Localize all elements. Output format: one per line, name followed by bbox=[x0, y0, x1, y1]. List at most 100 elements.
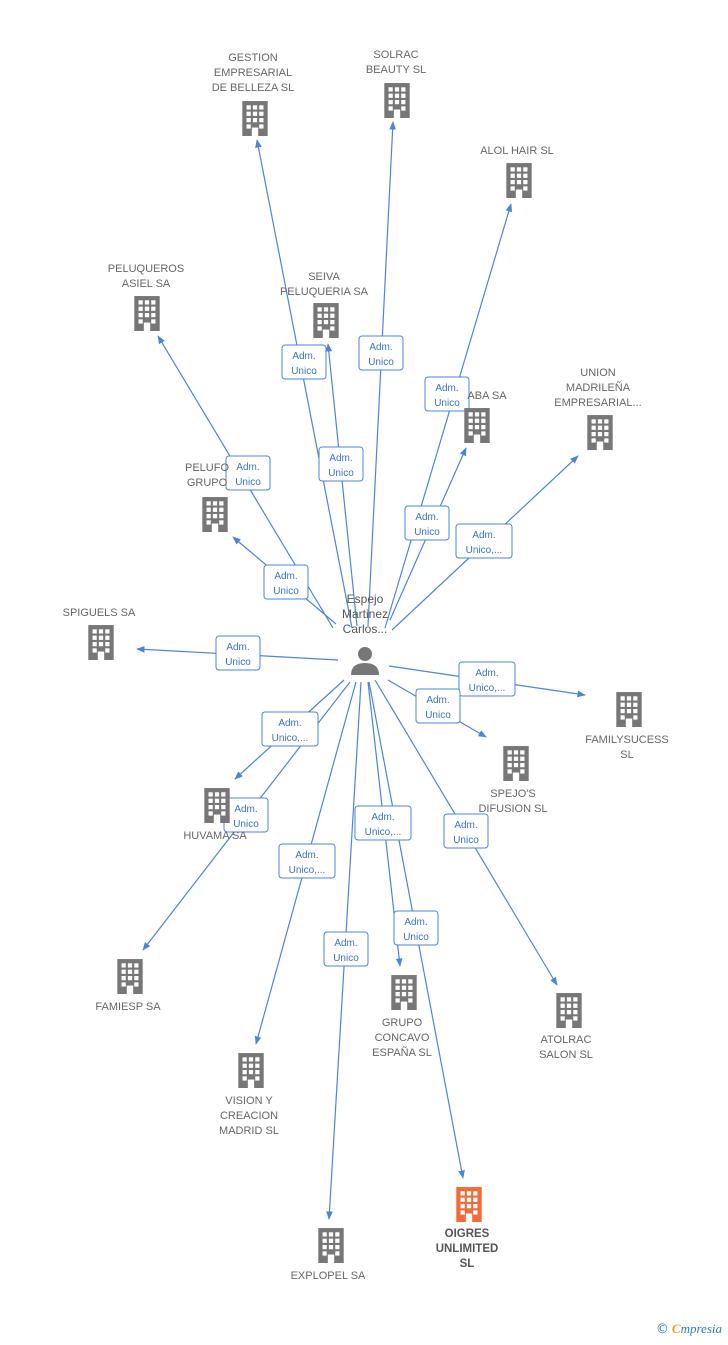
edge-label-box bbox=[455, 523, 513, 559]
edge-label-solrac[interactable]: Adm. Unico bbox=[358, 335, 404, 371]
edge-label-text: Adm. bbox=[295, 850, 318, 861]
company-node-explopel[interactable]: EXPLOPEL SA bbox=[291, 1228, 366, 1282]
edge-label-text: Unico bbox=[291, 366, 317, 377]
edge-label-text: Unico,... bbox=[289, 865, 326, 876]
company-name-line: UNLIMITED bbox=[436, 1243, 499, 1255]
company-name-line: PELUQUEROS bbox=[108, 263, 184, 275]
edge-label-box bbox=[323, 931, 369, 967]
edge-label-text: Unico,... bbox=[469, 683, 506, 694]
company-node-spiguels[interactable]: SPIGUELS SA bbox=[63, 607, 136, 660]
edge-label-familysucess[interactable]: Adm. Unico,... bbox=[458, 661, 516, 697]
edge-label-text: Unico bbox=[453, 835, 479, 846]
building-icon bbox=[616, 692, 642, 727]
edge-label-box bbox=[261, 711, 319, 747]
building-icon bbox=[391, 975, 417, 1010]
edge-label-spejos[interactable]: Adm.Unico bbox=[415, 688, 461, 724]
company-node-pelufo[interactable]: PELUFO GRUPO bbox=[185, 462, 229, 532]
edge-label-huvama[interactable]: Adm. Unico,... bbox=[261, 711, 319, 747]
company-name-line: OIGRES bbox=[445, 1228, 490, 1240]
company-node-famiesp[interactable]: FAMIESP SA bbox=[95, 959, 161, 1013]
person-icon bbox=[351, 647, 379, 675]
company-name-line: CONCAVO bbox=[375, 1032, 430, 1044]
edge-label-pelufo[interactable]: Adm.Unico bbox=[263, 564, 309, 600]
center-label-line-1: Espejo bbox=[347, 592, 384, 606]
edge-label-text: Adm. bbox=[334, 938, 357, 949]
company-name-line: DE BELLEZA SL bbox=[212, 82, 295, 94]
edge-label-text: Unico,... bbox=[272, 733, 309, 744]
building-icon bbox=[556, 993, 582, 1028]
company-name-line: GRUPO bbox=[382, 1017, 423, 1029]
building-icon bbox=[88, 625, 114, 660]
building-icon bbox=[456, 1187, 482, 1222]
company-node-alol[interactable]: ALOL HAIR SL bbox=[480, 145, 554, 198]
edge-label-text: Adm. bbox=[278, 718, 301, 729]
edge-label-text: Adm. bbox=[475, 668, 498, 679]
edge-label-box bbox=[358, 335, 404, 371]
edge-label-text: Adm. bbox=[404, 917, 427, 928]
edge-label-seiva[interactable]: Adm.Unico bbox=[318, 446, 364, 482]
edge-label-text: Adm. bbox=[369, 342, 392, 353]
building-icon bbox=[587, 415, 613, 450]
edge-label-text: Unico bbox=[235, 477, 261, 488]
company-name-line: EXPLOPEL SA bbox=[291, 1270, 366, 1282]
edge-label-box bbox=[393, 910, 439, 946]
edge-label-gestion[interactable]: Adm.Unico bbox=[281, 344, 327, 380]
edge-label-explopel[interactable]: Adm. Unico bbox=[323, 931, 369, 967]
company-name-line: VISION Y bbox=[225, 1095, 273, 1107]
center-person[interactable]: Espejo Martinez Carlos... bbox=[342, 592, 388, 675]
edge-label-grupo[interactable]: Adm.Unico,... bbox=[354, 805, 412, 841]
company-name-line: PELUFO bbox=[185, 462, 229, 474]
edge-label-oigres[interactable]: Adm.Unico bbox=[393, 910, 439, 946]
edge-label-text: Adm. bbox=[236, 462, 259, 473]
edge-label-aba[interactable]: Adm.Unico bbox=[404, 505, 450, 541]
edge-label-text: Unico,... bbox=[365, 827, 402, 838]
company-name-line: EMPRESARIAL... bbox=[554, 397, 641, 409]
edge-label-text: Adm. bbox=[329, 453, 352, 464]
company-name-line: FAMILYSUCESS bbox=[585, 734, 669, 746]
building-icon bbox=[204, 788, 230, 823]
edge-label-peluqueros[interactable]: Adm. Unico bbox=[225, 455, 271, 491]
edge-label-vision[interactable]: Adm. Unico,... bbox=[278, 843, 336, 879]
edge-label-union[interactable]: Adm.Unico,... bbox=[455, 523, 513, 559]
brand-name: mpresia bbox=[680, 1321, 722, 1336]
company-name-line: SPEJO'S bbox=[490, 788, 536, 800]
edge-label-box bbox=[354, 805, 412, 841]
company-name-line: EMPRESARIAL bbox=[214, 67, 292, 79]
edge-label-atolrac[interactable]: Adm. Unico bbox=[443, 813, 489, 849]
company-node-spejos[interactable]: SPEJO'S DIFUSION SL bbox=[478, 746, 548, 815]
company-node-union[interactable]: UNIONMADRILEÑAEMPRESARIAL... bbox=[554, 367, 642, 450]
company-node-huvama[interactable]: HUVAMA SA bbox=[183, 788, 247, 842]
edge-label-text: Unico bbox=[333, 953, 359, 964]
edge-label-text: Unico bbox=[368, 357, 394, 368]
edge-label-text: Adm. bbox=[226, 642, 249, 653]
edge-label-spiguels[interactable]: Adm.Unico bbox=[215, 635, 261, 671]
company-name-line: PELUQUERIA SA bbox=[280, 286, 369, 298]
building-icon bbox=[318, 1228, 344, 1263]
company-name-line: ABA SA bbox=[467, 390, 507, 402]
company-name-line: CREACION bbox=[220, 1110, 278, 1122]
company-name-line: DIFUSION SL bbox=[478, 803, 547, 815]
edge-label-text: Adm. bbox=[435, 383, 458, 394]
edge-label-text: Adm. bbox=[454, 820, 477, 831]
edge-label-famiesp[interactable]: Adm.Unico bbox=[223, 797, 269, 833]
company-name-line: GRUPO bbox=[187, 477, 228, 489]
edge-label-alol[interactable]: Adm.Unico bbox=[424, 376, 470, 412]
building-icon bbox=[134, 296, 160, 331]
company-name-line: BEAUTY SL bbox=[366, 64, 426, 76]
edge-solrac bbox=[367, 121, 396, 627]
building-icon bbox=[464, 408, 490, 443]
edge-label-text: Adm. bbox=[426, 695, 449, 706]
company-node-aba[interactable]: ABA SA bbox=[464, 390, 507, 443]
building-icon bbox=[506, 163, 532, 198]
